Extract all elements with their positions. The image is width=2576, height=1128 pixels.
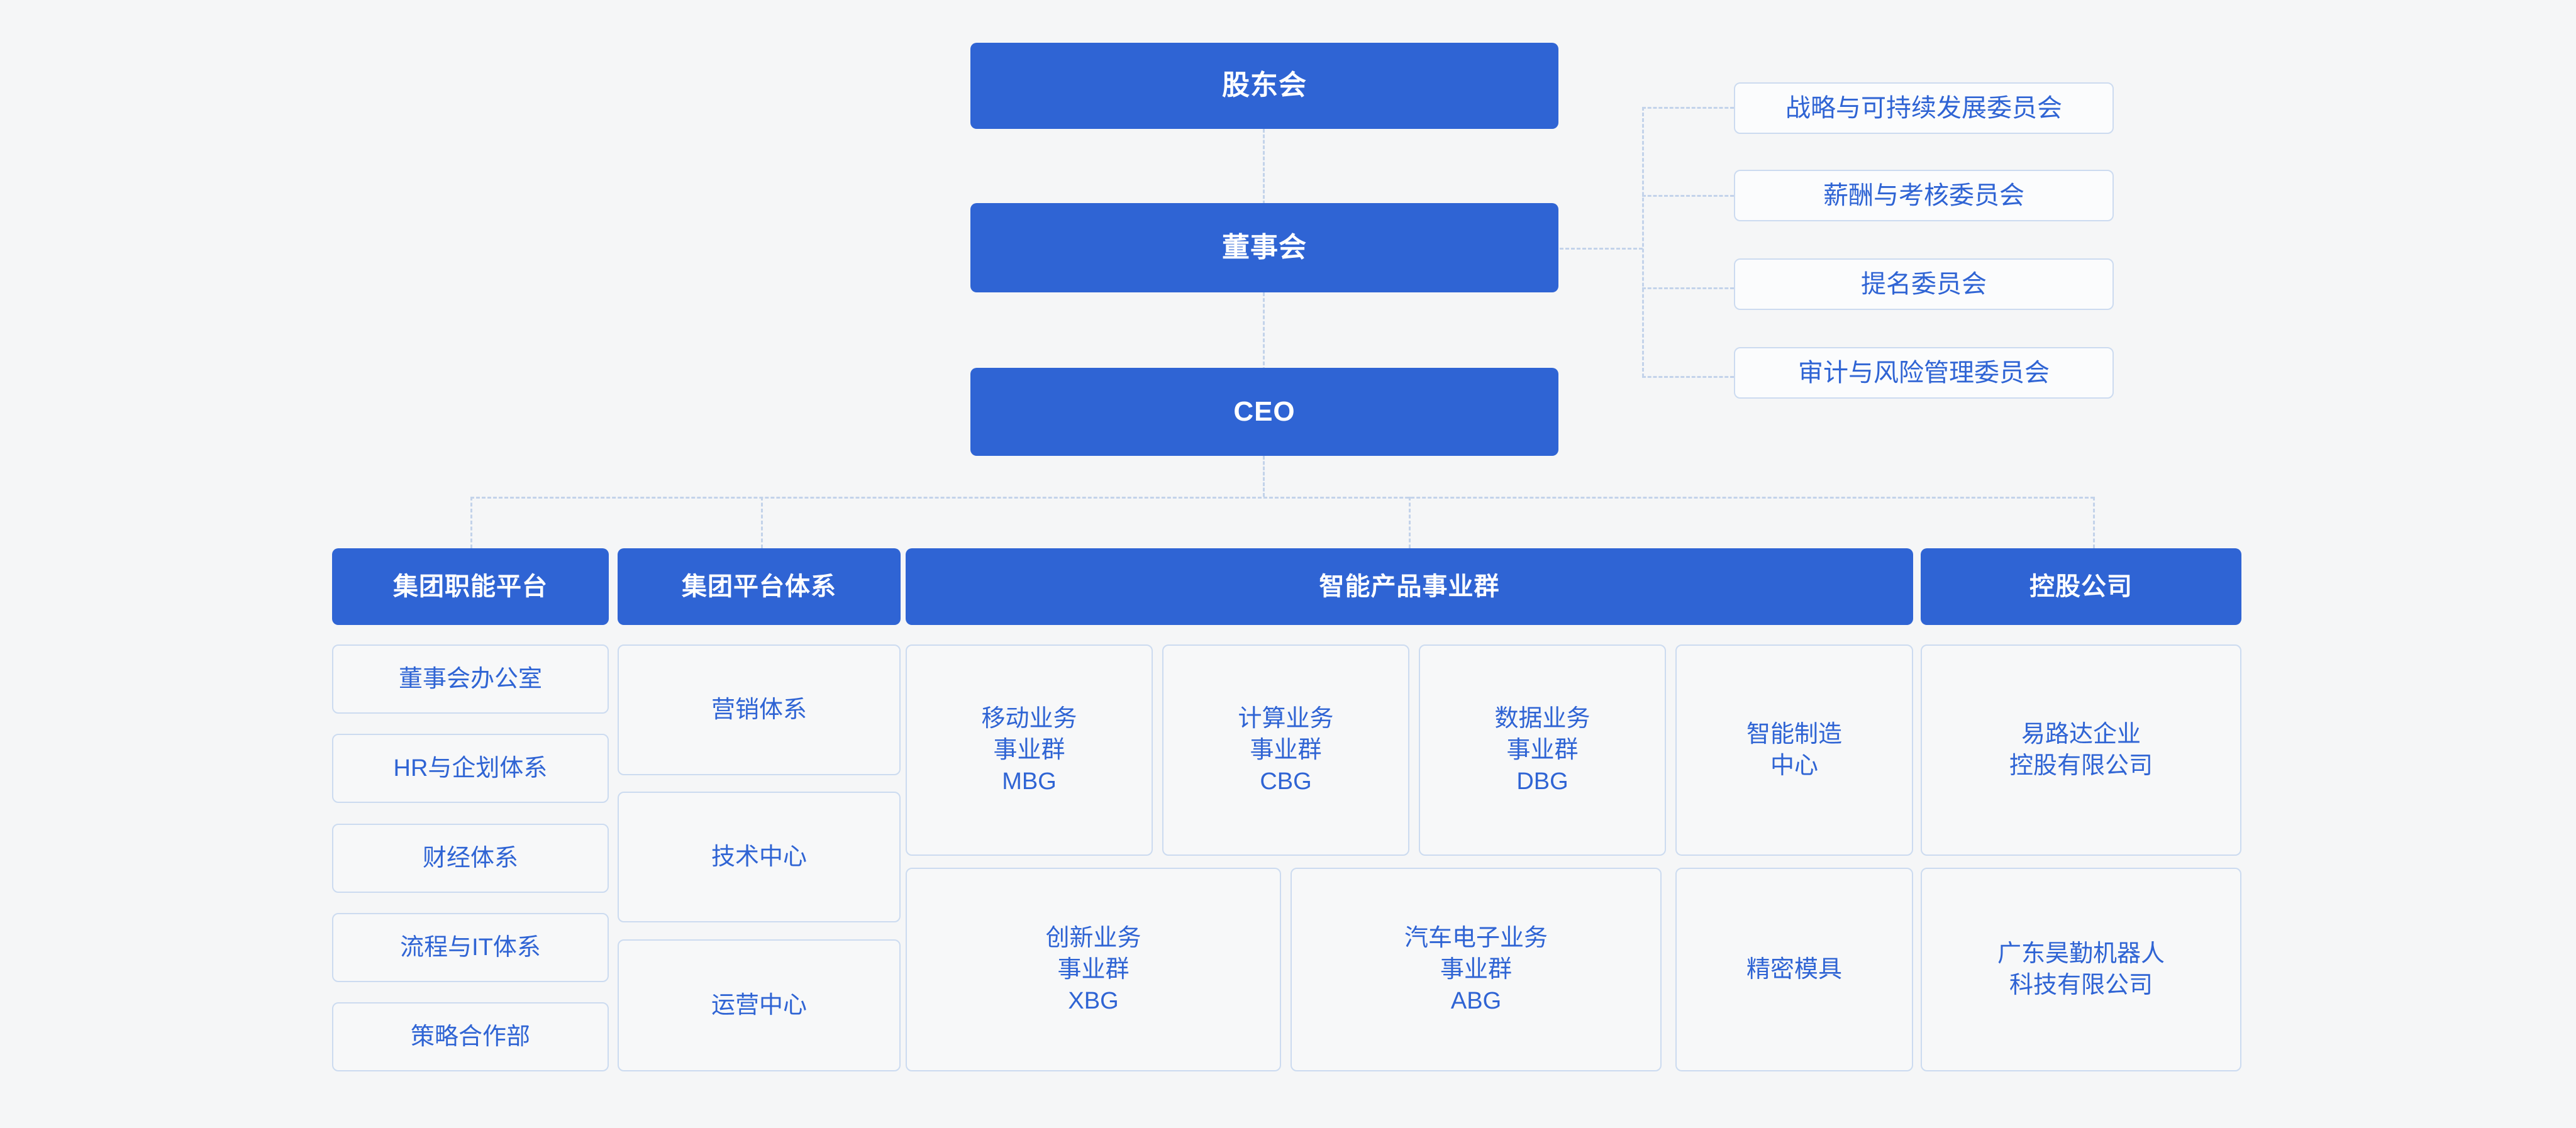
connector-board-ceo	[1263, 292, 1265, 371]
node-line-2: 中心	[1770, 753, 1818, 779]
node-line-2: 事业群	[1506, 736, 1579, 763]
division-header-label: 集团平台体系	[682, 572, 836, 600]
node-line-2: 事业群	[993, 736, 1065, 763]
node-label: 流程与IT体系	[400, 934, 541, 961]
node-process-it-system[interactable]: 流程与IT体系	[332, 913, 609, 982]
node-label: 董事会	[1222, 231, 1307, 263]
node-committee-nomination[interactable]: 提名委员会	[1734, 258, 2114, 310]
node-line-1: 广东昊勤机器人	[1997, 940, 2165, 967]
node-strategic-cooperation-dept[interactable]: 策略合作部	[332, 1002, 609, 1071]
connector-bus-drop-col2	[761, 497, 763, 548]
node-computing-business-group[interactable]: 计算业务 事业群 CBG	[1162, 644, 1409, 856]
connector-ceo-bus	[1263, 456, 1265, 497]
node-finance-system[interactable]: 财经体系	[332, 824, 609, 893]
node-line-2: 科技有限公司	[2009, 972, 2153, 998]
division-header-label: 智能产品事业群	[1319, 572, 1500, 600]
node-line-3: ABG	[1450, 988, 1502, 1015]
node-line-3: DBG	[1516, 768, 1568, 795]
division-header-group-function-platform[interactable]: 集团职能平台	[332, 548, 609, 625]
node-hr-planning-system[interactable]: HR与企划体系	[332, 734, 609, 803]
node-label: CEO	[1233, 395, 1296, 427]
node-ceo[interactable]: CEO	[970, 368, 1558, 456]
node-board-of-directors[interactable]: 董事会	[970, 203, 1558, 292]
node-innovation-business-group[interactable]: 创新业务 事业群 XBG	[906, 868, 1281, 1071]
node-label: 策略合作部	[410, 1023, 530, 1050]
connector-bus-drop-col3	[1409, 497, 1411, 548]
node-line-1: 智能制造	[1746, 721, 1842, 748]
node-automotive-electronics-business-group[interactable]: 汽车电子业务 事业群 ABG	[1291, 868, 1662, 1071]
node-committee-audit-risk[interactable]: 审计与风险管理委员会	[1734, 347, 2114, 399]
node-line-1: 数据业务	[1494, 705, 1591, 732]
node-line-3: XBG	[1068, 988, 1119, 1015]
connector-committee-branch-4	[1642, 376, 1734, 378]
node-line-1: 易路达企业	[2021, 721, 2141, 748]
connector-bus-drop-col4	[2093, 497, 2095, 548]
connector-committee-trunk	[1642, 107, 1644, 377]
division-header-group-platform-system[interactable]: 集团平台体系	[618, 548, 901, 625]
node-smart-manufacturing-center[interactable]: 智能制造 中心	[1675, 644, 1913, 856]
committee-label: 战略与可持续发展委员会	[1785, 94, 2062, 122]
node-technology-center[interactable]: 技术中心	[618, 792, 901, 922]
node-yiluda-holding[interactable]: 易路达企业 控股有限公司	[1921, 644, 2241, 856]
node-committee-compensation[interactable]: 薪酬与考核委员会	[1734, 170, 2114, 221]
node-label: 运营中心	[711, 992, 807, 1019]
node-line-1: 计算业务	[1238, 705, 1334, 732]
connector-committee-branch-1	[1642, 107, 1734, 109]
node-line-1: 移动业务	[981, 705, 1077, 732]
node-line-2: 事业群	[1057, 956, 1130, 983]
node-shareholders-meeting[interactable]: 股东会	[970, 43, 1558, 129]
node-label: 精密模具	[1746, 956, 1842, 983]
node-label: 财经体系	[422, 844, 518, 871]
node-mobile-business-group[interactable]: 移动业务 事业群 MBG	[906, 644, 1153, 856]
division-header-label: 控股公司	[2029, 572, 2133, 600]
node-data-business-group[interactable]: 数据业务 事业群 DBG	[1419, 644, 1666, 856]
node-line-2: 控股有限公司	[2009, 753, 2153, 779]
node-guangdong-haoqin-robotics[interactable]: 广东昊勤机器人 科技有限公司	[1921, 868, 2241, 1071]
connector-bus-drop-col1	[470, 497, 472, 548]
committee-label: 薪酬与考核委员会	[1823, 181, 2024, 209]
committee-label: 审计与风险管理委员会	[1798, 358, 2050, 387]
node-operations-center[interactable]: 运营中心	[618, 939, 901, 1071]
node-committee-strategy[interactable]: 战略与可持续发展委员会	[1734, 82, 2114, 134]
connector-committee-branch-2	[1642, 195, 1734, 197]
node-marketing-system[interactable]: 营销体系	[618, 644, 901, 775]
node-line-2: 事业群	[1250, 736, 1322, 763]
node-line-3: MBG	[1002, 768, 1057, 795]
node-label: 营销体系	[711, 696, 807, 723]
node-line-3: CBG	[1260, 768, 1312, 795]
division-header-holding-company[interactable]: 控股公司	[1921, 548, 2241, 625]
node-line-2: 事业群	[1440, 956, 1512, 983]
committee-label: 提名委员会	[1861, 270, 1987, 298]
node-label: 董事会办公室	[398, 665, 542, 692]
node-precision-mold[interactable]: 精密模具	[1675, 868, 1913, 1071]
node-label: HR与企划体系	[393, 755, 548, 782]
node-label: 技术中心	[711, 843, 807, 870]
node-line-1: 汽车电子业务	[1404, 924, 1548, 951]
connector-committee-branch-3	[1642, 287, 1734, 289]
connector-shareholders-board	[1263, 129, 1265, 204]
node-line-1: 创新业务	[1045, 924, 1141, 951]
division-header-label: 集团职能平台	[393, 572, 548, 600]
node-board-office[interactable]: 董事会办公室	[332, 644, 609, 714]
division-header-smart-product-bg[interactable]: 智能产品事业群	[906, 548, 1913, 625]
connector-division-bus	[470, 497, 2094, 499]
connector-board-to-committee-trunk	[1560, 248, 1643, 250]
node-label: 股东会	[1222, 70, 1307, 101]
